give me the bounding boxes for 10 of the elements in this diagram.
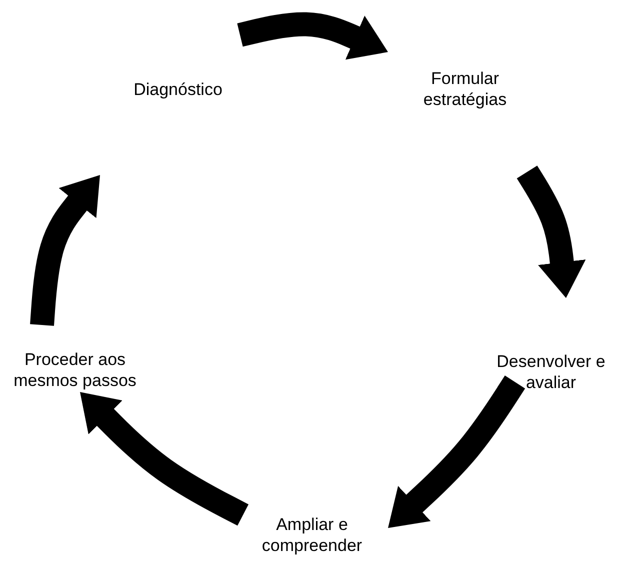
curved-arrow [30,175,100,326]
step-label: Diagnóstico [118,79,238,101]
curved-arrow [388,376,526,528]
curved-arrow [516,166,586,298]
curved-arrow [80,392,249,526]
curved-arrow [237,12,388,60]
step-label: Desenvolver e avaliar [481,350,621,394]
step-label: Proceder aos mesmos passos [5,348,145,392]
step-label: Formular estratégias [405,68,525,110]
step-label: Ampliar e compreender [252,514,372,556]
